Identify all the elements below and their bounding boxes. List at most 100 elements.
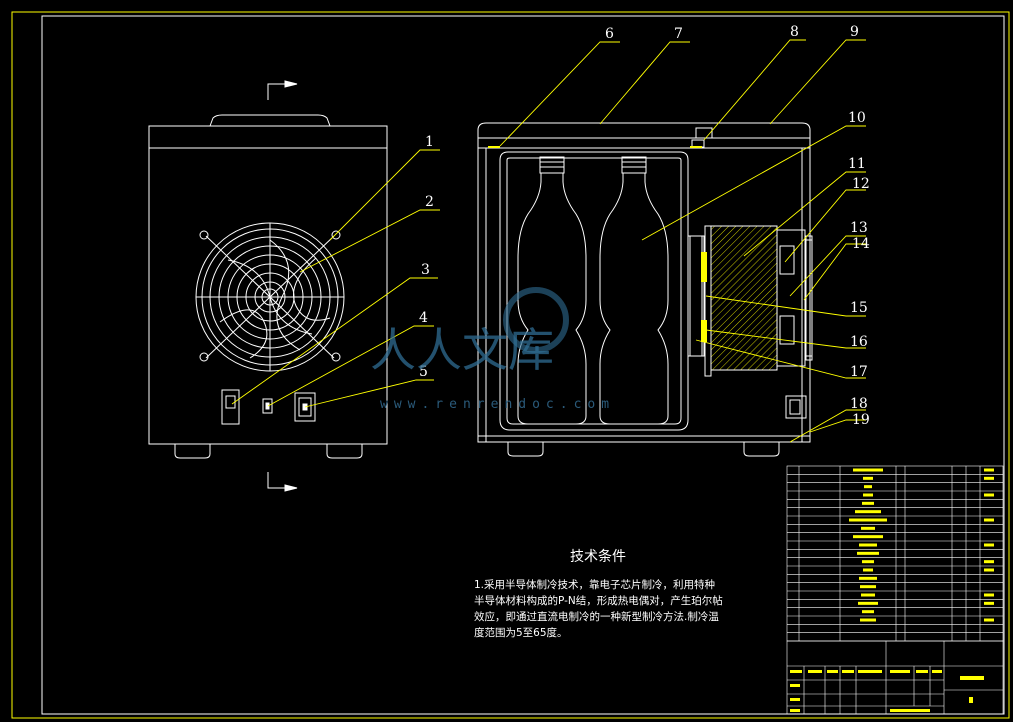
title-block-frame (786, 640, 1004, 715)
balloon-2: 2 (425, 194, 434, 210)
balloon-1: 1 (425, 134, 434, 150)
parts-list-name-mark (853, 468, 883, 472)
peltier-chip-upper (701, 252, 707, 282)
bottle-left (517, 156, 587, 425)
balloon-17: 17 (850, 364, 868, 380)
parts-list-name-mark (849, 518, 887, 522)
tech-line-2: 半导体材料构成的P-N结，形成热电偶对，产生珀尔帖 (474, 594, 723, 607)
watermark-logo-ring (503, 287, 569, 353)
parts-list-note-mark (984, 493, 994, 497)
rear-foot-left (174, 444, 211, 459)
parts-list-name-mark (858, 601, 878, 605)
parts-list-note-mark (984, 601, 994, 605)
outer-frame (11, 11, 1010, 719)
power-switch-rocker (225, 395, 236, 409)
switch-section (785, 395, 807, 419)
section-arrow-top-head (284, 80, 298, 88)
section-foot-left (507, 442, 544, 457)
parts-list-note-mark (984, 618, 994, 622)
watermark-chars: 人人文库 (370, 323, 554, 377)
balloon-6: 6 (605, 26, 614, 42)
title-block-mark (960, 676, 984, 680)
parts-list-name-mark (862, 560, 874, 564)
balloon-10: 10 (848, 110, 866, 126)
fan-grille (805, 235, 813, 361)
parts-list-note-mark (984, 560, 994, 564)
balloon-9: 9 (850, 24, 859, 40)
mount-plate (704, 225, 712, 377)
section-arrow-top (267, 83, 290, 100)
parts-list-name-mark (862, 501, 874, 505)
parts-list-name-mark (853, 535, 883, 539)
tech-title: 技术条件 (570, 548, 626, 565)
parts-list-name-mark (863, 493, 873, 497)
parts-list-name-mark (862, 610, 874, 614)
parts-list-name-mark (859, 576, 877, 580)
rear-handle (209, 114, 331, 127)
balloon-19: 19 (852, 412, 870, 428)
peltier-chip-lower (701, 320, 707, 342)
balloon-12: 12 (852, 176, 870, 192)
parts-list-name-mark (860, 618, 876, 622)
power-socket (294, 392, 316, 422)
dc-jack-pin (265, 402, 270, 410)
title-block-mark-2 (969, 697, 973, 703)
dc-jack (262, 398, 273, 414)
section-arrow-bottom (267, 472, 290, 489)
fan-housing (776, 229, 806, 367)
balloon-13: 13 (850, 220, 868, 236)
parts-list (786, 465, 1004, 642)
lid-latch (695, 127, 713, 139)
cold-plate (687, 235, 705, 357)
tech-requirements: 技术条件 1.采用半导体制冷技术，靠电子芯片制冷，利用特种 半导体材料构成的P-… (474, 548, 723, 639)
balloon-11: 11 (848, 156, 866, 172)
parts-list-frame (786, 465, 1004, 642)
parts-list-note-mark (984, 568, 994, 572)
parts-list-note-mark (984, 476, 994, 480)
parts-list-name-mark (864, 485, 872, 489)
bottle-right (599, 156, 669, 425)
parts-list-note-mark (984, 593, 994, 597)
watermark: 人人文库 www.renrendoc.com (370, 287, 615, 412)
balloon-5: 5 (419, 364, 428, 380)
balloon-15: 15 (850, 300, 868, 316)
parts-list-note-mark (984, 518, 994, 522)
inner-liner (499, 151, 689, 431)
balloon-3: 3 (421, 262, 430, 278)
tech-line-1: 1.采用半导体制冷技术，靠电子芯片制冷，利用特种 (474, 578, 715, 591)
parts-list-name-mark (863, 476, 873, 480)
rear-body-outline (148, 125, 388, 445)
power-switch (221, 389, 240, 425)
parts-list-name-mark (861, 526, 875, 530)
fan-guard (195, 222, 345, 372)
leader-lines (231, 39, 866, 443)
parts-list-name-mark (860, 585, 876, 589)
fan-motor-bottom (779, 315, 795, 345)
rear-view (148, 80, 388, 492)
inner-liner-wall (506, 157, 682, 425)
peltier-chips (488, 146, 707, 342)
parts-list-note-mark (984, 468, 994, 472)
power-socket-inner (298, 397, 312, 417)
parts-list-note-mark (984, 543, 994, 547)
lid-latch-catch (691, 139, 705, 148)
balloon-18: 18 (850, 396, 868, 412)
tech-line-3: 效应，即通过直流电制冷的一种新型制冷方法.制冷温 (474, 610, 719, 623)
watermark-url: www.renrendoc.com (380, 397, 615, 412)
balloon-14: 14 (852, 236, 870, 252)
parts-list-name-mark (855, 510, 881, 514)
parts-list-name-mark (857, 551, 879, 555)
balloon-numbers: 1 2 3 4 5 6 7 8 9 10 11 12 13 14 15 16 1… (419, 24, 870, 428)
balloon-4: 4 (419, 310, 428, 326)
section-arrow-bottom-head (284, 484, 298, 492)
balloon-7: 7 (674, 26, 683, 42)
fan-motor-top (779, 245, 795, 275)
parts-list-name-mark (859, 543, 877, 547)
rear-foot-right (326, 444, 363, 459)
inner-frame (41, 15, 1005, 715)
parts-list-name-mark (863, 568, 873, 572)
title-block (786, 640, 1004, 715)
balloon-8: 8 (790, 24, 799, 40)
outer-shell (477, 122, 811, 443)
